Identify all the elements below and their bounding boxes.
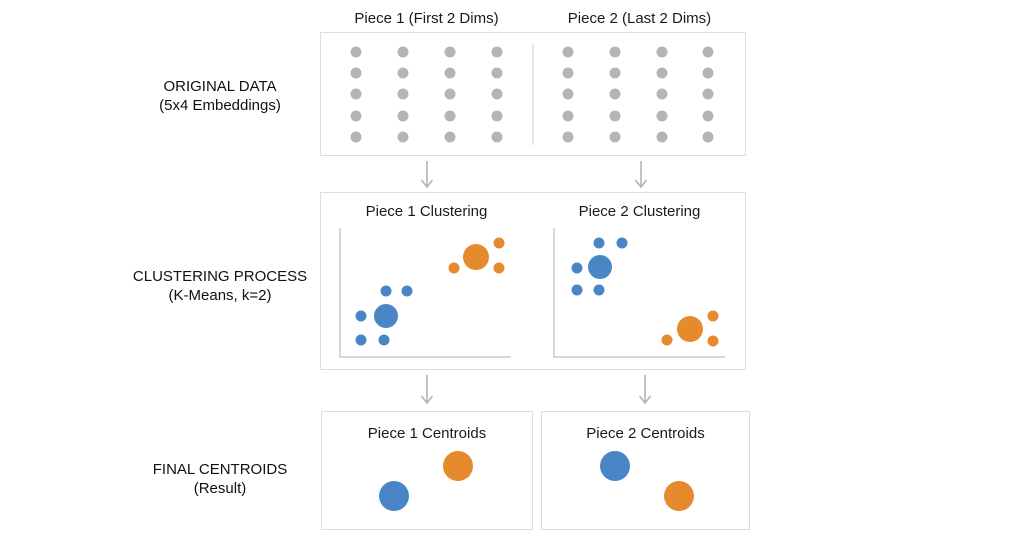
original-data-box [320,32,746,156]
down-arrow-icon [638,395,652,405]
row-label-final-centroids: FINAL CENTROIDS (Result) [70,460,370,498]
row-label-line1: FINAL CENTROIDS [152,461,288,478]
piece1-centroids-title: Piece 1 Centroids [367,425,487,442]
row-label-clustering-process: CLUSTERING PROCESS (K-Means, k=2) [70,267,370,305]
piece2-centroids-title: Piece 2 Centroids [586,425,705,442]
piece2-centroids-box [541,411,750,530]
piece2-clustering-title: Piece 2 Clustering [578,203,701,220]
piece1-header: Piece 1 (First 2 Dims) [354,10,499,27]
row-label-line1: CLUSTERING PROCESS [132,268,308,285]
down-arrow-icon [634,179,648,189]
piece2-header: Piece 2 (Last 2 Dims) [567,10,712,27]
row-label-line2: (Result) [193,480,247,497]
down-arrow-icon [420,179,434,189]
row-label-line2: (K-Means, k=2) [168,287,272,304]
row-label-line2: (5x4 Embeddings) [159,97,281,114]
piece1-centroids-box [321,411,533,530]
row-label-original-data: ORIGINAL DATA (5x4 Embeddings) [70,77,370,115]
piece1-clustering-title: Piece 1 Clustering [365,203,488,220]
down-arrow-icon [420,395,434,405]
row-label-line1: ORIGINAL DATA [163,78,277,95]
